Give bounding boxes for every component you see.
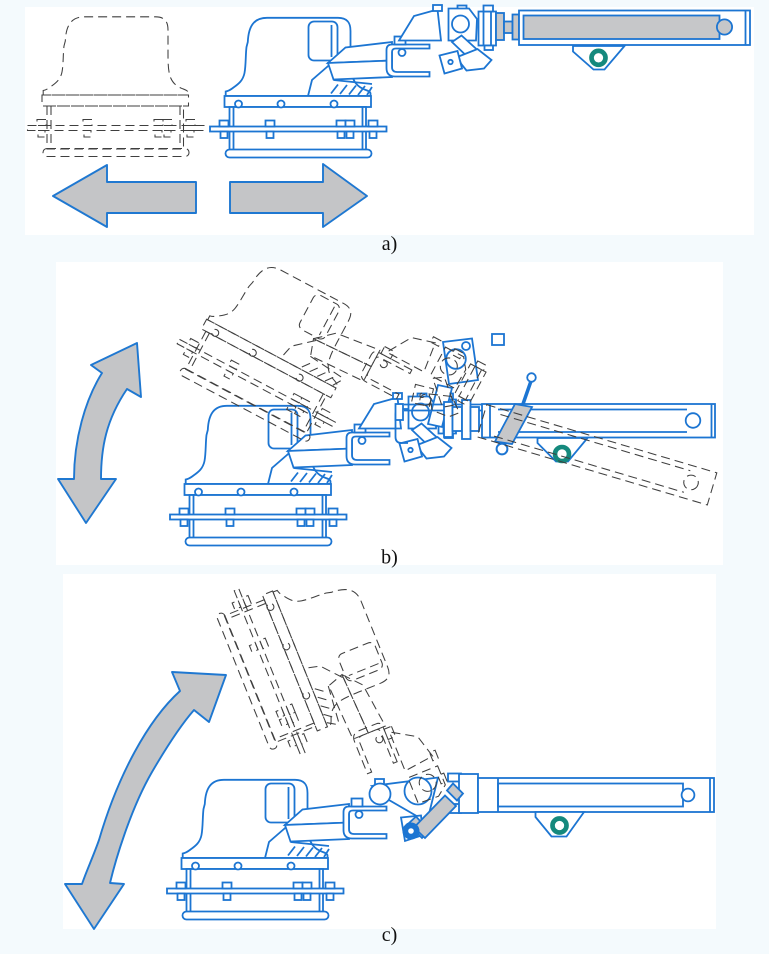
- svg-text:c): c): [382, 924, 398, 946]
- svg-text:a): a): [382, 233, 398, 255]
- svg-text:b): b): [381, 547, 398, 569]
